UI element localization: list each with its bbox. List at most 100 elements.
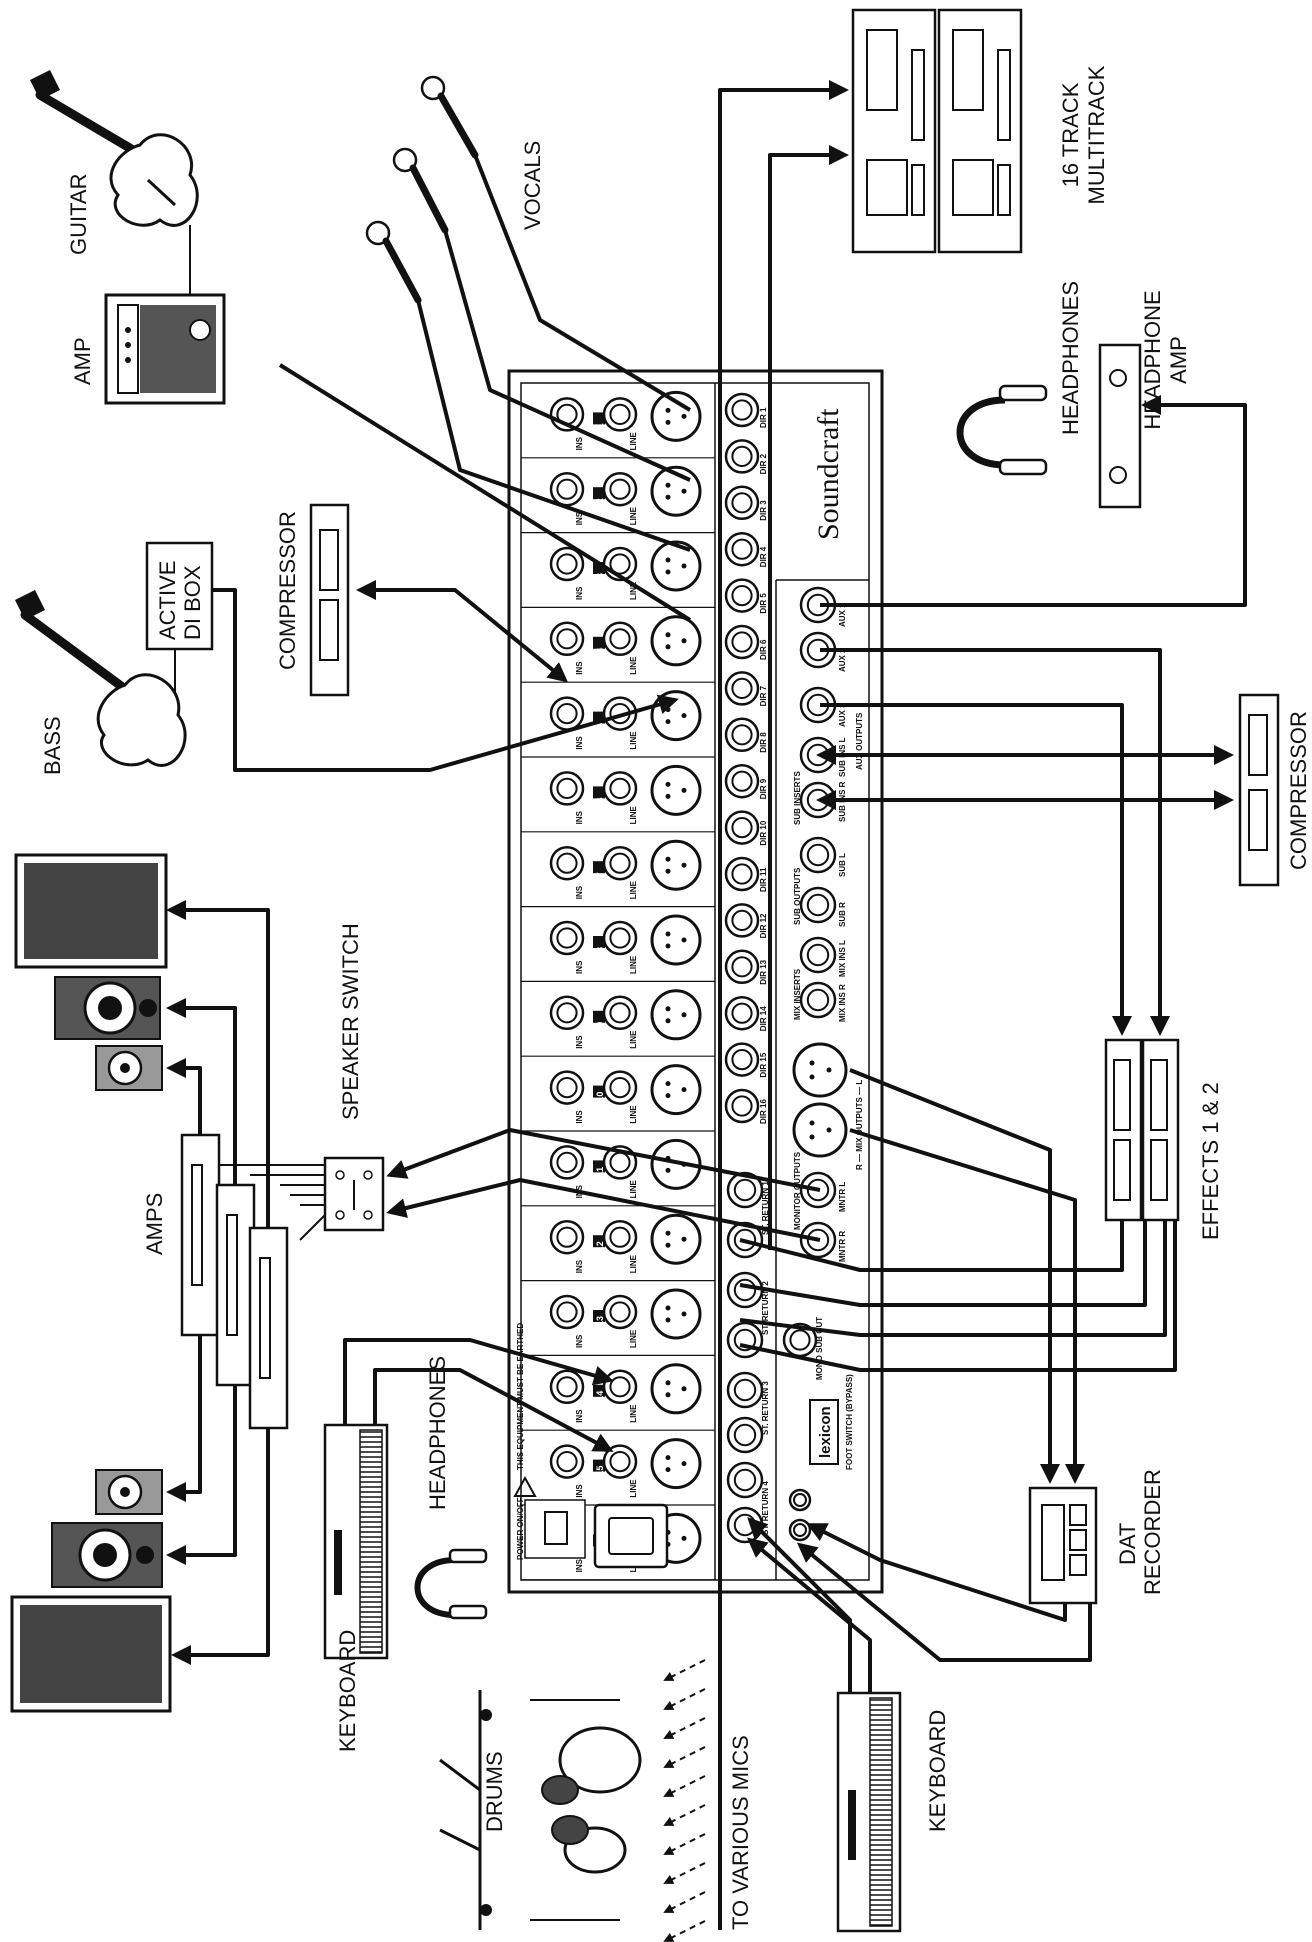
xlr-mic-input <box>650 390 702 442</box>
line-input-jack <box>602 845 638 881</box>
channel-number-box <box>593 1160 605 1173</box>
line-label: LINE <box>629 806 638 825</box>
lexicon-logo: lexicon <box>817 1406 834 1458</box>
power-switch-label: POWER ON/OFF <box>516 1497 525 1560</box>
line-label: LINE <box>629 1329 638 1348</box>
dat-label-2: RECORDER <box>1140 1469 1165 1595</box>
direct-out-jack <box>724 578 760 613</box>
headphone-amp-label-1: HEADPHONE <box>1140 290 1165 429</box>
warning-icon <box>513 1475 537 1497</box>
line-label: LINE <box>629 1479 638 1498</box>
channel-number: 8 <box>595 947 605 952</box>
stereo-return-jack <box>726 1416 764 1454</box>
mic-feed-arrow <box>663 1920 706 1942</box>
speakers-left <box>10 853 172 1713</box>
line-label: LINE <box>629 581 638 600</box>
line-label: LINE <box>629 1030 638 1049</box>
aux-2-jack-label: AUX 2 <box>838 648 847 672</box>
xlr-mic-input <box>650 1363 702 1415</box>
di-label-1: ACTIVE <box>155 561 180 640</box>
line-label: LINE <box>629 1254 638 1273</box>
line-input-jack <box>602 771 638 806</box>
speaker-switch-label: SPEAKER SWITCH <box>338 923 363 1120</box>
effects-label: EFFECTS 1 & 2 <box>1198 1082 1223 1240</box>
direct-out-jack <box>724 531 760 567</box>
direct-out-jack <box>724 439 760 474</box>
dat-recorder <box>1028 1486 1098 1605</box>
direct-out-jack <box>724 1088 760 1124</box>
stereo-return-label: ST. RETURN 1 <box>761 1181 770 1235</box>
stereo-return-jack <box>726 1221 764 1259</box>
sub-out-r-jack <box>799 886 837 924</box>
line-label: LINE <box>629 1404 638 1423</box>
ins-label: INS <box>575 586 584 600</box>
channel-number-box <box>593 487 605 500</box>
xlr-mic-input <box>650 540 702 592</box>
aux-3-jack-label: AUX 3 <box>838 703 847 727</box>
line-label: LINE <box>629 656 638 675</box>
aux-1-jack-label: AUX 1 <box>838 603 847 627</box>
direct-out-jack <box>724 392 760 428</box>
direct-out-label: DIR 6 <box>759 639 768 660</box>
channel-number: 6 <box>595 797 605 802</box>
direct-out-jack <box>724 763 760 799</box>
sub-outputs-title: SUB OUTPUTS <box>793 867 802 925</box>
ins-label: INS <box>575 511 584 525</box>
direct-out-label: DIR 3 <box>759 500 768 521</box>
amp-label: AMP <box>70 337 95 385</box>
insert-jack <box>549 995 585 1031</box>
sub-out-l-jack <box>799 836 837 874</box>
stereo-return-label: ST. RETURN 4 <box>761 1481 770 1535</box>
mixer-brand: Soundcraft <box>812 408 845 540</box>
various-mic-arrows <box>663 1659 706 1942</box>
line-label: LINE <box>629 731 638 750</box>
multitrack-label-1: 16 TRACK <box>1058 82 1083 187</box>
line-input-jack <box>602 621 638 657</box>
direct-out-jack <box>724 1042 760 1077</box>
mic-feed-arrow <box>663 1833 706 1855</box>
channel-number: 10 <box>595 1092 605 1102</box>
mix-out-r-xlr <box>792 1102 848 1158</box>
effects-units <box>1104 1038 1180 1222</box>
channel-number-box <box>593 861 605 874</box>
channel-number: 13 <box>595 1316 605 1326</box>
bass-guitar <box>15 590 187 767</box>
drum-kit <box>439 1690 642 1930</box>
insert-jack <box>549 1294 585 1330</box>
ins-label: INS <box>575 1484 584 1498</box>
direct-out-label: DIR 13 <box>759 959 768 984</box>
insert-jack <box>549 1145 585 1180</box>
aux-3-jack <box>799 686 837 724</box>
insert-jack <box>549 471 585 507</box>
xlr-mic-input <box>650 1438 702 1490</box>
direct-out-jack <box>724 671 760 706</box>
compressor-right <box>1238 693 1280 887</box>
aux-1-jack <box>799 586 837 624</box>
line-input-jack <box>602 1369 638 1405</box>
xlr-mic-input <box>650 764 702 816</box>
direct-out-label: DIR 16 <box>759 1099 768 1124</box>
mix-insert-l-jack-label: MIX INS L <box>838 940 847 977</box>
compressor-left <box>309 503 350 697</box>
xlr-mic-input <box>650 1138 702 1190</box>
mic-feed-arrow <box>663 1717 706 1739</box>
line-label: LINE <box>629 880 638 899</box>
channel-number: 4 <box>595 648 605 653</box>
direct-out-jack <box>724 903 760 938</box>
direct-out-label: DIR 4 <box>759 546 768 567</box>
direct-out-label: DIR 5 <box>759 593 768 614</box>
monitor-outputs-title: MONITOR OUTPUTS <box>793 1151 802 1230</box>
mix-insert-r-jack <box>799 981 837 1019</box>
insert-jack <box>549 621 585 657</box>
insert-jack <box>549 1444 585 1479</box>
insert-jack <box>549 845 585 881</box>
